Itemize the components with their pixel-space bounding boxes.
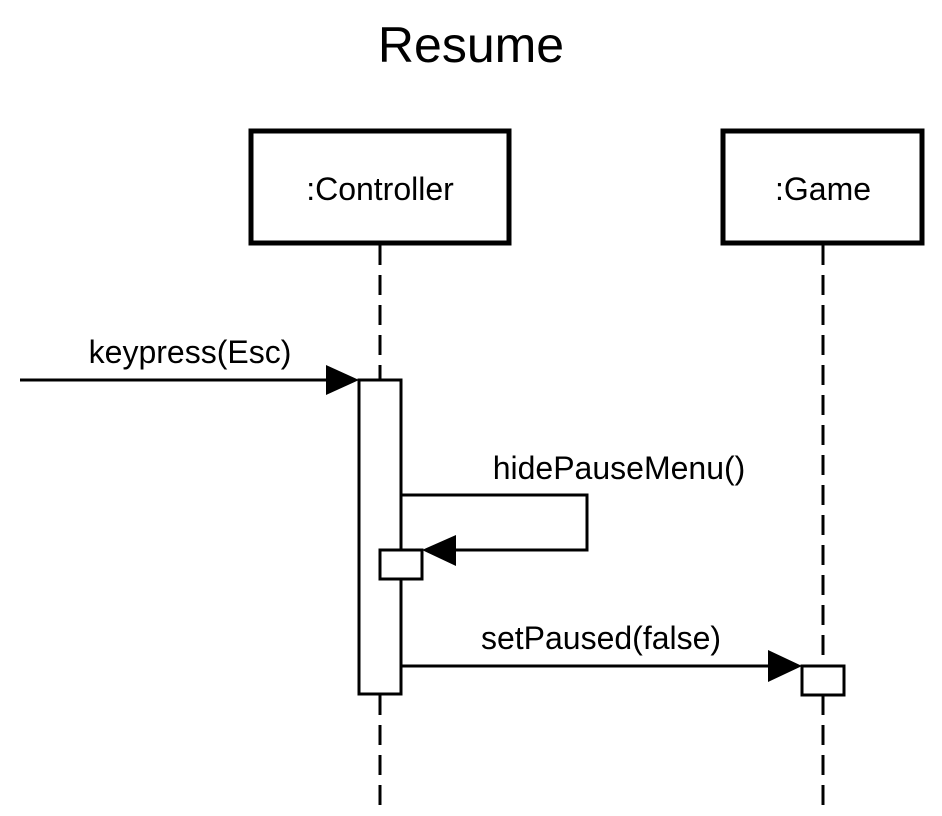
participant-game-label: :Game	[775, 171, 871, 207]
participant-game: :Game	[720, 128, 925, 246]
message-keypress-arrowhead	[326, 365, 359, 395]
message-keypress-label: keypress(Esc)	[89, 334, 292, 370]
message-hide-pause-menu-arrowhead	[422, 535, 456, 566]
message-keypress: keypress(Esc)	[20, 334, 359, 395]
message-hide-pause-menu-line	[401, 493, 589, 552]
participant-controller: :Controller	[248, 128, 512, 246]
activation-controller-self	[378, 548, 424, 581]
participant-game-box	[720, 128, 925, 246]
message-set-paused-arrowhead	[768, 650, 802, 682]
message-hide-pause-menu-label: hidePauseMenu()	[493, 450, 746, 486]
diagram-title: Resume	[378, 17, 564, 73]
message-set-paused-label: setPaused(false)	[481, 620, 721, 656]
activation-controller	[357, 378, 403, 696]
activation-game	[800, 664, 846, 697]
participant-controller-label: :Controller	[306, 171, 454, 207]
message-hide-pause-menu: hidePauseMenu()	[401, 450, 745, 566]
message-set-paused: setPaused(false)	[401, 620, 802, 682]
participant-controller-box	[248, 128, 512, 246]
